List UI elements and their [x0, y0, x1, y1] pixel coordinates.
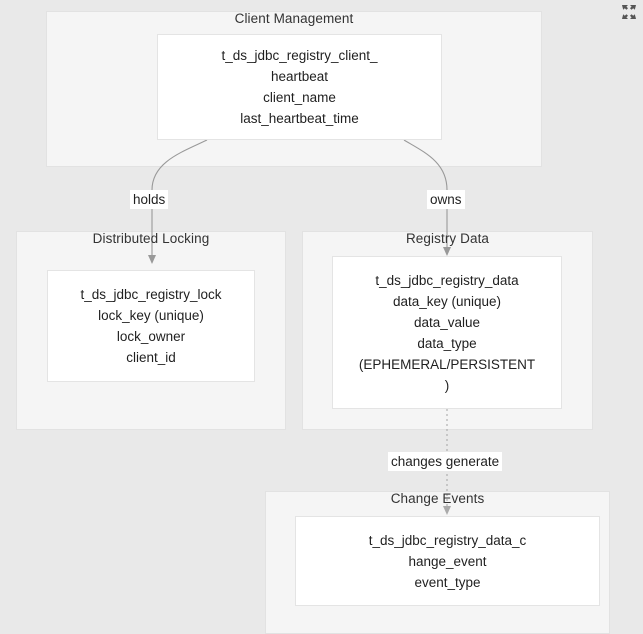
node-line: t_ds_jdbc_registry_lock — [80, 287, 222, 302]
node-line: client_name — [263, 90, 336, 105]
node-line: lock_owner — [116, 329, 186, 344]
node-t-ds-jdbc-registry-data[interactable]: t_ds_jdbc_registry_data data_key (unique… — [332, 256, 562, 409]
fullscreen-expand-icon[interactable] — [620, 3, 638, 21]
node-line: lock_key (unique) — [98, 308, 204, 323]
node-line: client_id — [126, 350, 176, 365]
edge-label-changes-generate[interactable]: changes generate — [388, 452, 503, 471]
node-line: heartbeat — [270, 69, 329, 84]
edge-label-holds[interactable]: holds — [130, 190, 169, 209]
edge-label-owns[interactable]: owns — [427, 190, 465, 209]
node-t-ds-jdbc-registry-lock[interactable]: t_ds_jdbc_registry_lock lock_key (unique… — [47, 270, 255, 382]
node-line: hange_event — [408, 553, 487, 569]
node-line: (EPHEMERAL/PERSISTENT — [358, 356, 536, 372]
node-line: last_heartbeat_time — [240, 111, 359, 126]
node-line: event_type — [414, 574, 481, 590]
node-line: ) — [444, 377, 450, 393]
node-line: data_value — [413, 314, 481, 330]
node-line: data_key (unique) — [392, 293, 502, 309]
node-line: t_ds_jdbc_registry_data_c — [368, 532, 527, 548]
node-line: data_type — [417, 335, 477, 351]
node-line: t_ds_jdbc_registry_data — [375, 272, 519, 288]
node-line: t_ds_jdbc_registry_client_ — [221, 48, 378, 63]
node-t-ds-jdbc-registry-client-heartbeat[interactable]: t_ds_jdbc_registry_client_ heartbeat cli… — [157, 34, 442, 140]
node-t-ds-jdbc-registry-data-change-event[interactable]: t_ds_jdbc_registry_data_c hange_event ev… — [295, 516, 600, 606]
fullscreen-expand-icon-svg — [622, 5, 636, 19]
